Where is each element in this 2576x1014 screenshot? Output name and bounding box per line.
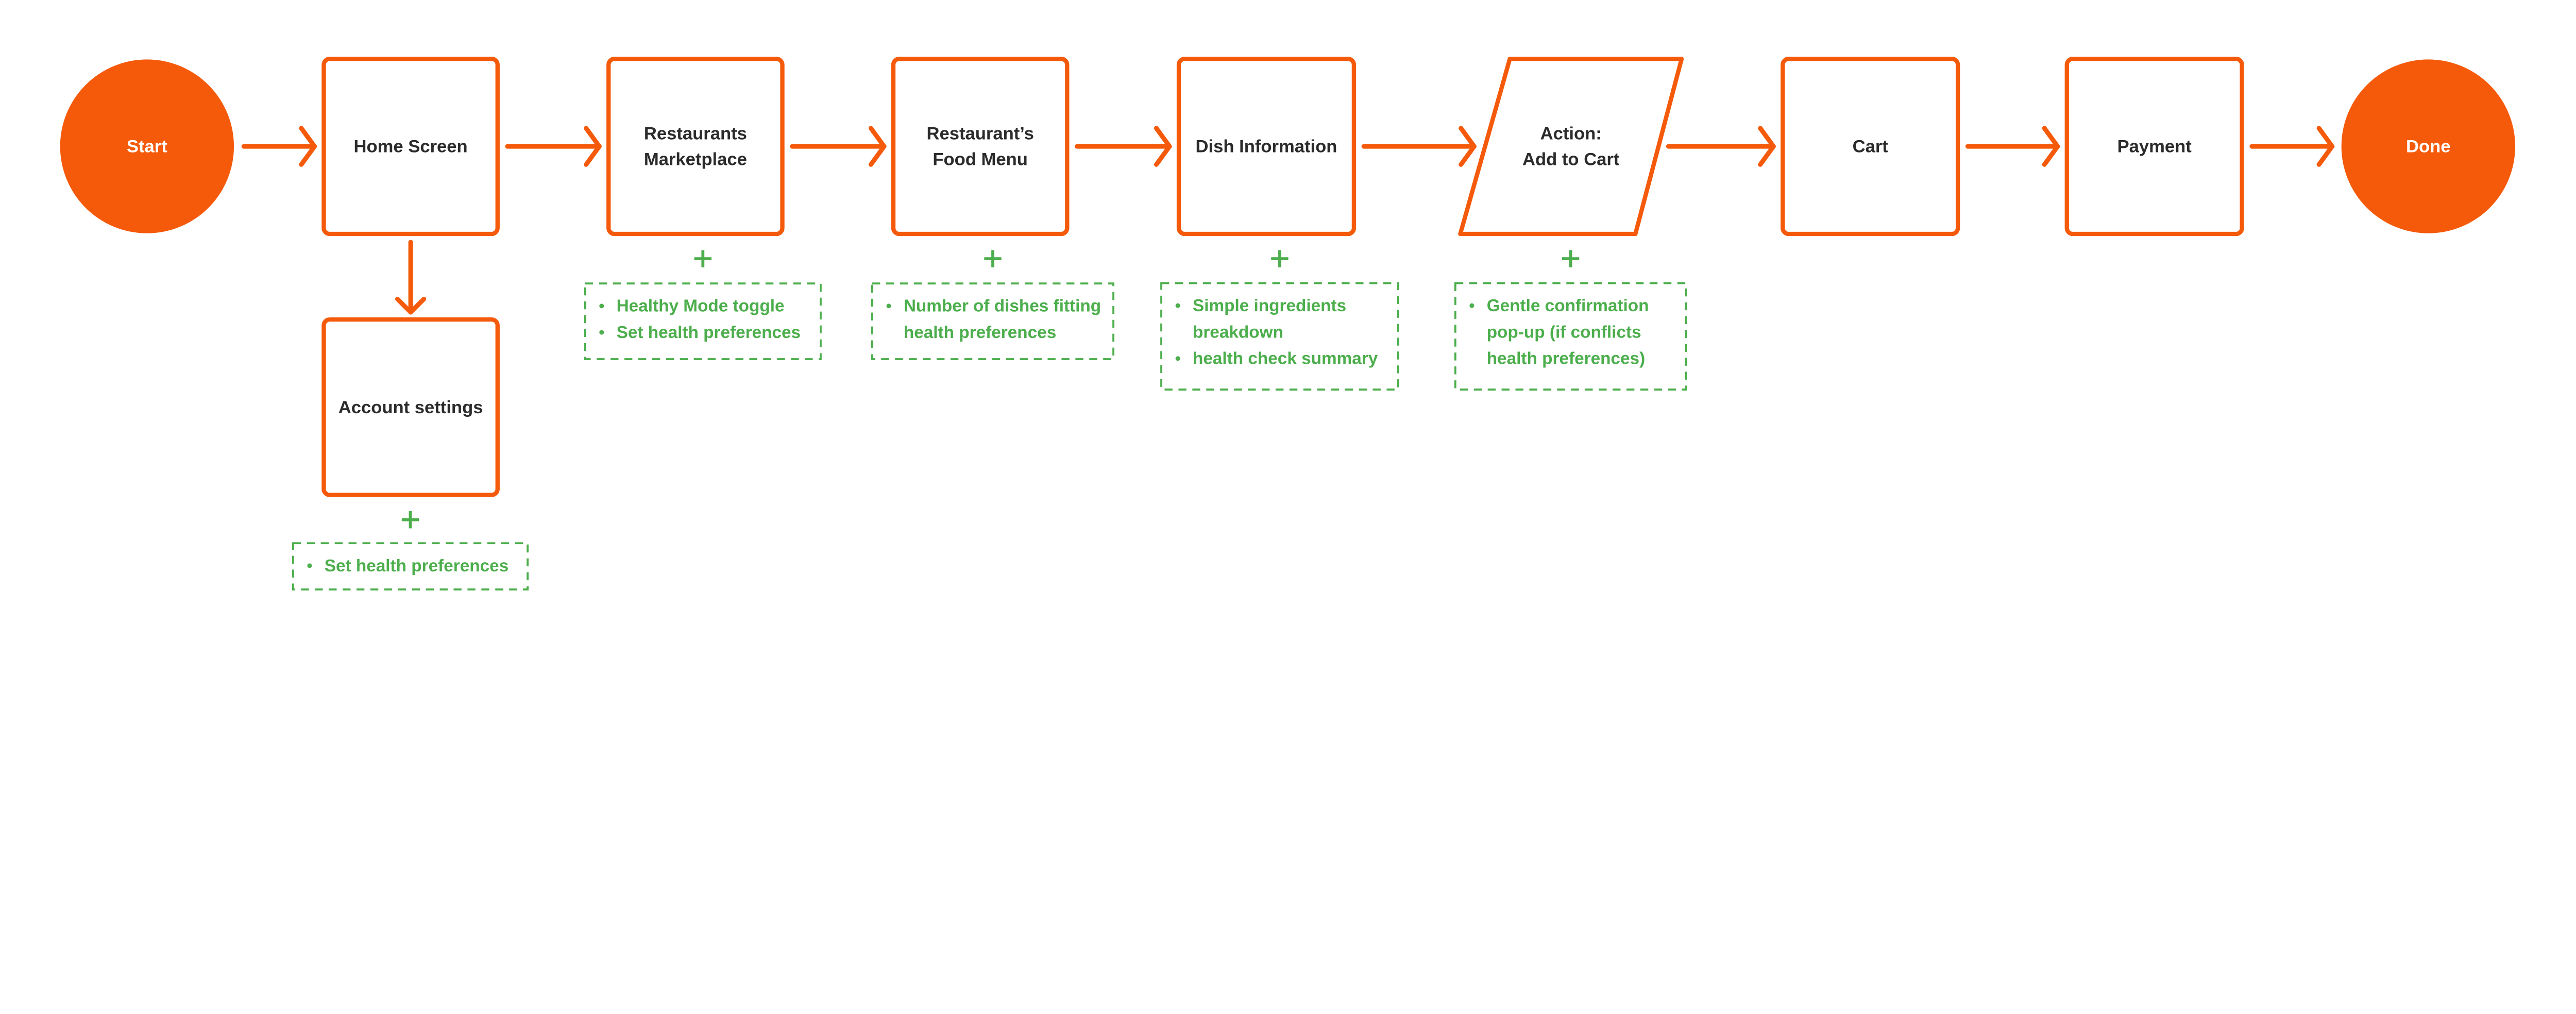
node-account: Account settings	[321, 317, 500, 497]
cart-box-shape	[1781, 56, 1960, 236]
note-text: Set health preferences	[325, 556, 509, 576]
market-box-shape	[606, 56, 785, 236]
payment-label: Payment	[2117, 137, 2192, 157]
action-parallelogram-shape	[1458, 56, 1684, 236]
note-dashed-box	[292, 542, 529, 590]
bullet-icon	[599, 303, 604, 309]
node-home: Home Screen	[321, 56, 500, 236]
arrow-payment-to-done	[2249, 126, 2335, 167]
action-label: Add to Cart	[1522, 150, 1620, 170]
menu-label: Food Menu	[933, 150, 1028, 170]
note-text: health check summary	[1193, 349, 1378, 368]
menu-box-shape	[891, 56, 1070, 236]
bullet-icon	[307, 563, 312, 568]
note-text: Healthy Mode toggle	[617, 297, 785, 316]
market-label: Marketplace	[644, 150, 747, 170]
arrowhead-icon	[1459, 126, 1477, 167]
node-payment: Payment	[2064, 56, 2244, 236]
note-text: Simple ingredients	[1193, 296, 1346, 315]
bullet-icon	[599, 330, 604, 335]
note-action: Gentle confirmation pop-up (if conflicts h…	[1454, 250, 1687, 391]
plus-icon	[984, 250, 1002, 267]
arrowhead-icon	[584, 126, 602, 167]
note-dashed-box	[871, 282, 1114, 360]
bullet-icon	[886, 303, 891, 309]
note-text: breakdown	[1193, 323, 1283, 342]
done-label: Done	[2406, 137, 2451, 157]
note-dashed-box	[1160, 282, 1399, 391]
node-action: Action: Add to Cart	[1458, 56, 1684, 236]
arrow-market-to-menu	[790, 126, 887, 167]
note-dish: Simple ingredients breakdown health check …	[1160, 250, 1399, 391]
plus-icon	[1271, 250, 1289, 267]
home-box-shape	[321, 56, 500, 236]
menu-label: Restaurant’s	[926, 124, 1033, 144]
arrowhead-icon	[299, 126, 317, 167]
note-text: health preferences	[904, 323, 1056, 342]
arrowhead-icon	[2316, 126, 2335, 167]
arrow-home-to-account	[395, 240, 427, 315]
action-label: Action:	[1540, 124, 1602, 144]
arrow-dish-to-action	[1361, 126, 1477, 167]
plus-icon	[1562, 250, 1580, 267]
dish-label: Dish Information	[1196, 137, 1337, 157]
cart-label: Cart	[1853, 137, 1889, 157]
note-dashed-box	[1454, 282, 1687, 391]
account-box-shape	[321, 317, 500, 497]
note-text: Gentle confirmation	[1487, 296, 1649, 315]
node-start: Start	[60, 59, 234, 233]
arrow-action-to-cart	[1666, 126, 1776, 167]
home-label: Home Screen	[353, 137, 467, 157]
arrowhead-icon	[868, 126, 887, 167]
note-text: Set health preferences	[617, 323, 801, 342]
plus-icon	[401, 511, 419, 529]
node-cart: Cart	[1781, 56, 1960, 236]
market-label: Restaurants	[644, 124, 747, 144]
dish-box-shape	[1176, 56, 1357, 236]
arrowhead-icon	[2042, 126, 2060, 167]
bullet-icon	[1175, 303, 1180, 308]
note-text: Number of dishes fitting	[904, 297, 1101, 316]
note-text: health preferences)	[1487, 349, 1645, 368]
bullet-icon	[1469, 303, 1475, 308]
done-terminal-shape	[2341, 59, 2515, 233]
start-label: Start	[127, 137, 167, 157]
bullet-icon	[1175, 356, 1180, 361]
payment-box-shape	[2064, 56, 2244, 236]
note-text: pop-up (if conflicts	[1487, 323, 1641, 342]
arrowhead-icon	[1758, 126, 1776, 167]
account-label: Account settings	[338, 398, 483, 417]
note-dashed-box	[584, 282, 822, 360]
note-menu: Number of dishes fitting health preferenc…	[871, 250, 1114, 360]
start-terminal-shape	[60, 59, 234, 233]
arrow-menu-to-dish	[1075, 126, 1172, 167]
arrow-home-to-market	[505, 126, 602, 167]
note-account: Set health preferences	[292, 511, 529, 590]
arrow-cart-to-payment	[1965, 126, 2060, 167]
arrow-start-to-home	[241, 126, 317, 167]
node-done: Done	[2341, 59, 2515, 233]
arrowhead-icon	[1154, 126, 1172, 167]
plus-icon	[694, 250, 711, 267]
node-dish: Dish Information	[1176, 56, 1357, 236]
arrowhead-icon	[395, 296, 427, 315]
